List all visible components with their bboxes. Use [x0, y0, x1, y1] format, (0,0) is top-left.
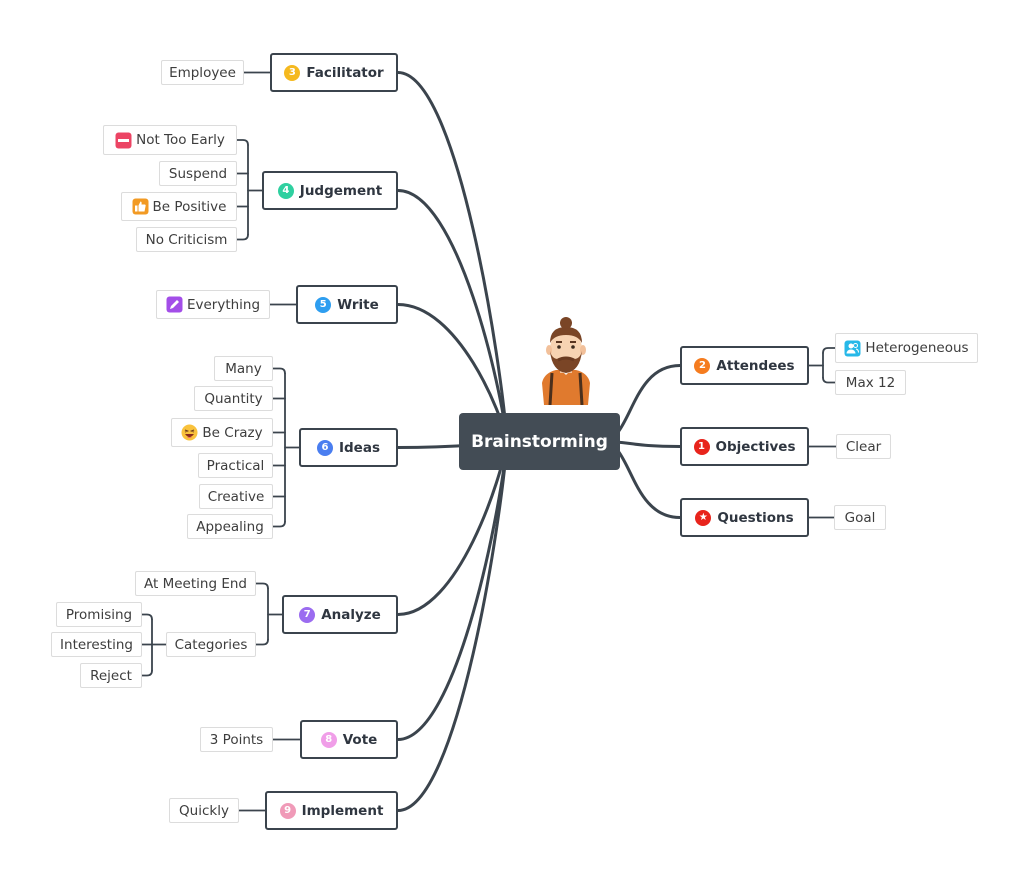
subtopic-judgement-0[interactable]: Not Too Early: [103, 125, 237, 155]
priority-badge-icon: 7: [299, 606, 316, 623]
topic-label: Judgement: [299, 182, 383, 199]
subtopic-analyze-1-2[interactable]: Reject: [80, 663, 142, 688]
topic-write[interactable]: 5 Write: [296, 285, 398, 324]
topic-label: Objectives: [715, 438, 796, 455]
topic-label: Implement: [301, 802, 384, 819]
subtopic-analyze-1[interactable]: Categories: [166, 632, 256, 657]
connector-judgement-leaves-branch-3: [236, 233, 249, 241]
priority-badge-icon: 5: [315, 296, 332, 313]
connector-analyze-leaves-branch-0: [255, 582, 269, 590]
thumbs-up-icon: [132, 198, 149, 215]
connector-ideas-leaves-branch-5: [272, 520, 286, 528]
topic-vote[interactable]: 8 Vote: [300, 720, 398, 759]
priority-badge-icon: 8: [320, 731, 337, 748]
connector-analyze-sub-branch-2: [141, 669, 153, 677]
connector-attendees-leaves-branch-0: [822, 347, 836, 354]
topic-label: Write: [337, 296, 379, 313]
topic-ideas[interactable]: 6 Ideas: [299, 428, 398, 467]
priority-badge-icon: 4: [277, 182, 294, 199]
leaf-label: Clear: [845, 438, 882, 455]
topic-implement[interactable]: 9 Implement: [265, 791, 398, 830]
subtopic-write-0[interactable]: Everything: [156, 290, 270, 319]
topic-analyze[interactable]: 7 Analyze: [282, 595, 398, 634]
priority-badge-icon: 3: [284, 64, 301, 81]
pencil-icon: [166, 296, 183, 313]
topic-label: Analyze: [321, 606, 381, 623]
leaf-label: Quickly: [179, 802, 229, 819]
leaf-label: At Meeting End: [144, 575, 247, 592]
topic-questions[interactable]: ★ Questions: [680, 498, 809, 537]
connector-judgement-leaves-branch-0: [236, 139, 249, 146]
leaf-label: Quantity: [204, 390, 263, 407]
subtopic-facilitator-0[interactable]: Employee: [161, 60, 244, 85]
leaf-label: Goal: [844, 509, 876, 526]
subtopic-vote-0[interactable]: 3 Points: [200, 727, 273, 752]
topic-attendees[interactable]: 2 Attendees: [680, 346, 809, 385]
topic-facilitator[interactable]: 3 Facilitator: [270, 53, 398, 92]
laughing-face-icon: [181, 424, 198, 441]
leaf-label: Categories: [174, 636, 248, 653]
priority-badge-icon: 2: [694, 357, 711, 374]
subtopic-judgement-2[interactable]: Be Positive: [121, 192, 237, 221]
connector-root-implement: [396, 440, 509, 812]
subtopic-analyze-1-1[interactable]: Interesting: [51, 632, 142, 657]
topic-label: Attendees: [716, 357, 795, 374]
leaf-label: Everything: [186, 296, 261, 313]
topic-objectives[interactable]: 1 Objectives: [680, 427, 809, 466]
minus-icon: [115, 132, 132, 149]
central-topic-brainstorming[interactable]: Brainstorming: [459, 413, 620, 470]
leaf-label: Interesting: [60, 636, 133, 653]
leaf-label: Reject: [90, 667, 132, 684]
connector-root-facilitator: [396, 71, 509, 443]
subtopic-ideas-0[interactable]: Many: [214, 356, 273, 381]
leaf-label: Be Positive: [152, 198, 227, 215]
priority-badge-icon: 1: [693, 438, 710, 455]
connector-attendees-leaves-branch-1: [822, 376, 836, 384]
connector-analyze-sub-branch-0: [141, 613, 153, 621]
leaf-label: No Criticism: [145, 231, 228, 248]
leaf-label: Creative: [207, 488, 265, 505]
subtopic-objectives-0[interactable]: Clear: [836, 434, 891, 459]
subtopic-attendees-1[interactable]: Max 12: [835, 370, 906, 395]
topic-label: Facilitator: [306, 64, 384, 81]
leaf-label: Employee: [169, 64, 236, 81]
subtopic-judgement-1[interactable]: Suspend: [159, 161, 237, 186]
priority-badge-icon: 9: [279, 802, 296, 819]
connector-root-vote: [396, 440, 509, 741]
subtopic-ideas-5[interactable]: Appealing: [187, 514, 273, 539]
star-badge-icon: ★: [695, 509, 712, 526]
subtopic-ideas-4[interactable]: Creative: [199, 484, 273, 509]
subtopic-judgement-3[interactable]: No Criticism: [136, 227, 237, 252]
leaf-label: 3 Points: [209, 731, 264, 748]
people-icon: [844, 340, 861, 357]
leaf-label: Many: [225, 360, 262, 377]
leaf-label: Be Crazy: [202, 424, 263, 441]
leaf-label: Promising: [65, 606, 133, 623]
subtopic-questions-0[interactable]: Goal: [834, 505, 886, 530]
central-topic-label: Brainstorming: [471, 431, 608, 452]
leaf-label: Max 12: [845, 374, 896, 391]
subtopic-analyze-0[interactable]: At Meeting End: [135, 571, 256, 596]
priority-badge-icon: 6: [317, 439, 333, 456]
topic-label: Ideas: [339, 439, 380, 456]
leaf-label: Not Too Early: [136, 132, 225, 148]
leaf-label: Heterogeneous: [865, 340, 969, 356]
subtopic-attendees-0[interactable]: Heterogeneous: [835, 333, 978, 363]
subtopic-ideas-2[interactable]: Be Crazy: [171, 418, 273, 447]
topic-label: Vote: [342, 731, 378, 748]
connector-ideas-leaves-branch-0: [272, 367, 286, 375]
subtopic-ideas-1[interactable]: Quantity: [194, 386, 273, 411]
leaf-label: Practical: [206, 457, 265, 474]
subtopic-analyze-1-0[interactable]: Promising: [56, 602, 142, 627]
leaf-label: Suspend: [168, 165, 228, 182]
subtopic-ideas-3[interactable]: Practical: [198, 453, 273, 478]
subtopic-implement-0[interactable]: Quickly: [169, 798, 239, 823]
leaf-label: Appealing: [196, 518, 264, 535]
topic-judgement[interactable]: 4 Judgement: [262, 171, 398, 210]
bearded-man-avatar-icon: [542, 317, 590, 405]
connector-analyze-leaves-branch-1: [255, 638, 269, 646]
topic-label: Questions: [717, 509, 794, 526]
